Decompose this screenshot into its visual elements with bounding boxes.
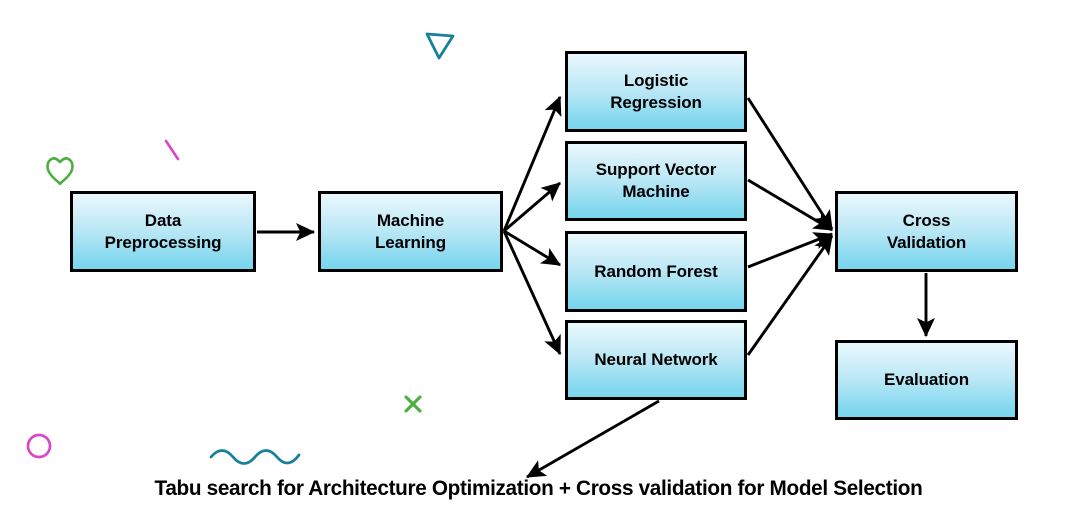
node-data-preprocessing-label: Data Preprocessing [104, 210, 222, 252]
edge-nn-to-cv [746, 235, 834, 356]
node-support-vector-machine[interactable]: Support Vector Machine [565, 141, 747, 221]
cross-doodle-icon [404, 395, 422, 413]
node-data-preprocessing[interactable]: Data Preprocessing [70, 191, 256, 272]
edge-rf-to-cv [747, 232, 834, 269]
node-neural-network-label: Neural Network [594, 350, 718, 370]
node-support-vector-machine-label: Support Vector Machine [595, 160, 717, 201]
edge-ml-to-rf [503, 229, 561, 267]
diagram-caption: Tabu search for Architecture Optimizatio… [154, 476, 923, 500]
squiggle-doodle-icon [209, 449, 301, 465]
node-evaluation[interactable]: Evaluation [835, 340, 1018, 420]
edge-lr-to-cv [746, 97, 834, 230]
node-random-forest[interactable]: Random Forest [565, 231, 747, 312]
slash-doodle-icon [164, 139, 180, 161]
node-random-forest-label: Random Forest [594, 261, 718, 281]
node-logistic-regression[interactable]: Logistic Regression [565, 51, 747, 132]
heart-doodle-icon [46, 157, 74, 186]
edge-ml-to-lr [502, 95, 562, 232]
node-logistic-regression-label: Logistic Regression [610, 70, 702, 112]
edge-svm-to-cv [747, 178, 833, 232]
circle-doodle-icon [26, 433, 52, 459]
node-evaluation-label: Evaluation [884, 370, 969, 390]
triangle-doodle-icon [425, 32, 455, 60]
edge-ml-to-nn [502, 230, 562, 356]
node-cross-validation[interactable]: Cross Validation [835, 191, 1018, 272]
node-neural-network[interactable]: Neural Network [565, 320, 747, 400]
node-machine-learning[interactable]: Machine Learning [318, 191, 503, 272]
node-machine-learning-label: Machine Learning [375, 210, 446, 252]
edge-ml-to-svm [503, 181, 561, 233]
edge-nn-to-caption [525, 399, 660, 479]
node-cross-validation-label: Cross Validation [886, 210, 967, 252]
